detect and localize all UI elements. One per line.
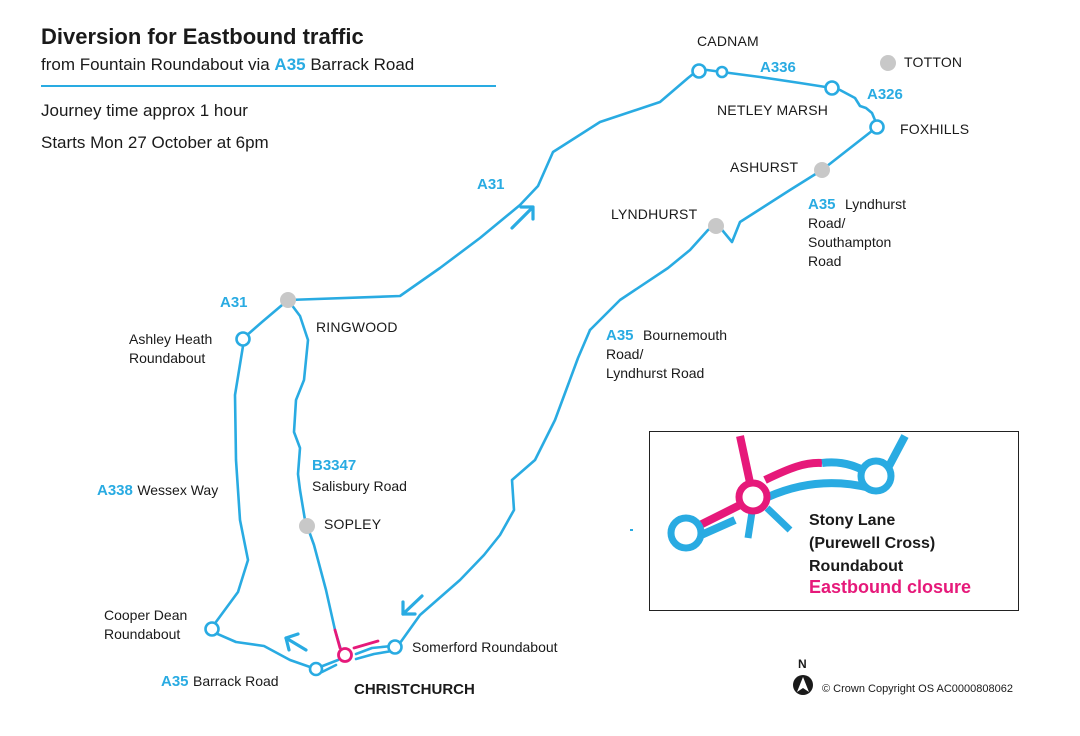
- road-name-a35-lyndhurst: Lyndhurst Road/ Southampton Road: [808, 196, 906, 269]
- closure-segment-north: [333, 628, 342, 650]
- road-number-a35-barrack: A35: [161, 673, 189, 690]
- inset-box: [649, 431, 1019, 611]
- route-a326: [838, 88, 879, 127]
- road-number-a35-bournemouth: A35: [606, 327, 634, 344]
- route-b3347: [286, 298, 343, 652]
- cadnam-roundabout: [691, 63, 707, 79]
- road-number-a35-lyndhurst: A35: [808, 196, 836, 213]
- route-a35-bournemouth-road: [398, 328, 592, 645]
- title-divider: [41, 85, 496, 87]
- route-a31-north: [286, 68, 700, 302]
- place-ashley-heath-roundabout: Ashley Heath Roundabout: [129, 331, 213, 366]
- road-label-a31-west: A31: [220, 294, 248, 311]
- somerford-roundabout: [387, 639, 403, 655]
- ringwood-dot: [280, 292, 296, 308]
- closure-segment-east: [352, 639, 380, 650]
- lyndhurst-dot: [708, 218, 724, 234]
- place-ashurst: ASHURST: [730, 159, 799, 175]
- direction-arrow-north: [510, 205, 535, 230]
- inset-roundabout-name: Stony Lane (Purewell Cross) Roundabout: [809, 512, 936, 575]
- route-christchurch-parallel: [320, 649, 394, 674]
- subtitle-prefix: from Fountain Roundabout via: [41, 55, 275, 74]
- road-label-a326: A326: [867, 86, 903, 103]
- place-foxhills: FOXHILLS: [900, 121, 970, 137]
- route-a31-west: [244, 298, 290, 338]
- sopley-dot: [299, 518, 315, 534]
- route-a338: [211, 344, 250, 628]
- road-name-a35-bournemouth: Bournemouth Road/ Lyndhurst Road: [606, 327, 728, 381]
- route-christchurch-link: [318, 644, 394, 669]
- road-name-a35-barrack: Barrack Road: [192, 673, 279, 689]
- inset-closure-label: Eastbound closure: [809, 577, 972, 597]
- ashurst-dot: [814, 162, 830, 178]
- place-cadnam: CADNAM: [697, 33, 759, 49]
- road-number-b3347: B3347: [312, 457, 357, 474]
- direction-arrow-west: [284, 632, 308, 652]
- start-date: Starts Mon 27 October at 6pm: [41, 133, 269, 152]
- subtitle-suffix: Barrack Road: [305, 55, 415, 74]
- totton-dot: [880, 55, 896, 71]
- place-christchurch: CHRISTCHURCH: [354, 681, 475, 698]
- road-label-a336: A336: [760, 59, 796, 76]
- place-sopley: SOPLEY: [324, 516, 382, 532]
- road-label-a338: A338 Wessex Way: [97, 482, 218, 500]
- direction-arrow-south: [401, 594, 424, 616]
- north-label: N: [798, 657, 807, 671]
- place-ringwood: RINGWOOD: [316, 319, 398, 335]
- netley-marsh-roundabout: [824, 80, 840, 96]
- place-netley-marsh: NETLEY MARSH: [717, 102, 829, 118]
- barrack-road-roundabout: [308, 661, 324, 677]
- journey-time: Journey time approx 1 hour: [41, 101, 248, 120]
- cadnam-east-roundabout: [715, 65, 729, 79]
- road-number-a338: A338: [97, 482, 133, 499]
- foxhills-roundabout: [869, 119, 885, 135]
- road-label-a35-barrack: A35 Barrack Road: [161, 673, 279, 691]
- stony-lane-roundabout: [337, 647, 353, 663]
- road-name-a338: Wessex Way: [137, 482, 219, 498]
- place-somerford-roundabout: Somerford Roundabout: [412, 639, 558, 655]
- road-label-b3347: B3347 Salisbury Road: [312, 456, 407, 496]
- map-title: Diversion for Eastbound traffic: [41, 24, 364, 49]
- copyright-notice: © Crown Copyright OS AC0000808062: [822, 683, 1013, 695]
- ashley-heath-roundabout: [235, 331, 251, 347]
- road-name-b3347: Salisbury Road: [312, 478, 407, 494]
- place-cooper-dean-roundabout: Cooper Dean Roundabout: [104, 607, 188, 642]
- route-a35-barrack-road: [211, 630, 312, 669]
- road-label-a35-lyndhurst: A35 Lyndhurst Road/ Southampton Road: [808, 195, 906, 269]
- north-arrow-icon: [793, 675, 813, 695]
- road-label-a31-north: A31: [477, 176, 505, 193]
- subtitle-road: A35: [274, 55, 306, 74]
- place-lyndhurst: LYNDHURST: [611, 206, 698, 222]
- inset-diagram: [630, 434, 909, 552]
- cooper-dean-roundabout: [204, 621, 220, 637]
- place-totton: TOTTON: [904, 54, 963, 70]
- map-subtitle: from Fountain Roundabout via A35 Barrack…: [41, 55, 414, 75]
- road-label-a35-bournemouth: A35 Bournemouth Road/ Lyndhurst Road: [606, 326, 727, 381]
